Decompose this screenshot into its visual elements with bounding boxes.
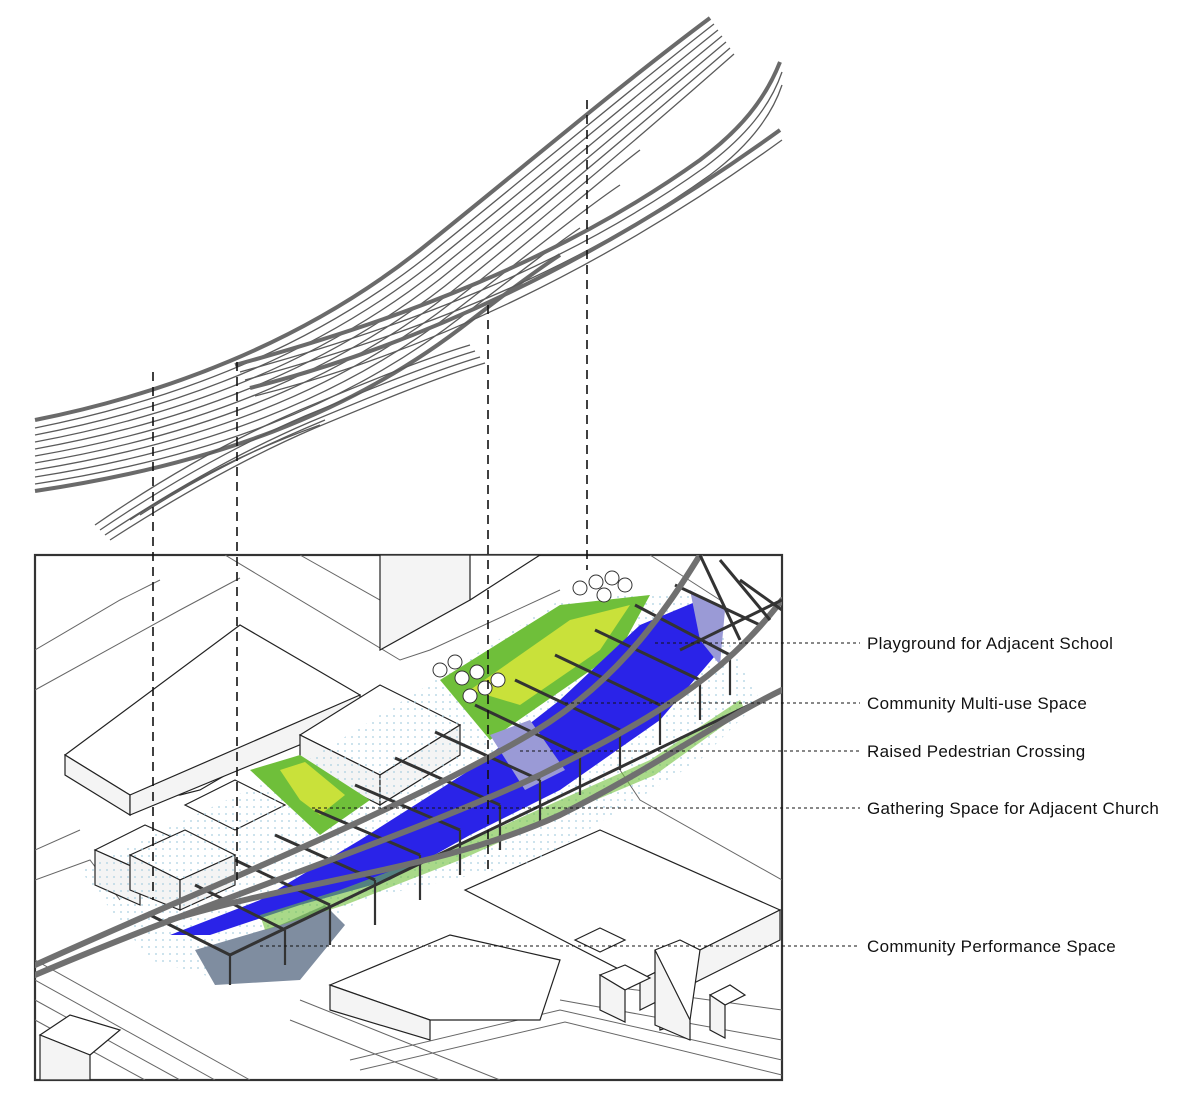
label-crossing: Raised Pedestrian Crossing [867, 742, 1086, 761]
rail-track-layer [35, 18, 782, 540]
main-track-bundle [35, 18, 734, 491]
label-gathering: Gathering Space for Adjacent Church [867, 799, 1159, 818]
label-playground: Playground for Adjacent School [867, 634, 1113, 653]
east-track-bundle [235, 62, 782, 396]
label-multi-use: Community Multi-use Space [867, 694, 1087, 713]
label-performance: Community Performance Space [867, 937, 1116, 956]
